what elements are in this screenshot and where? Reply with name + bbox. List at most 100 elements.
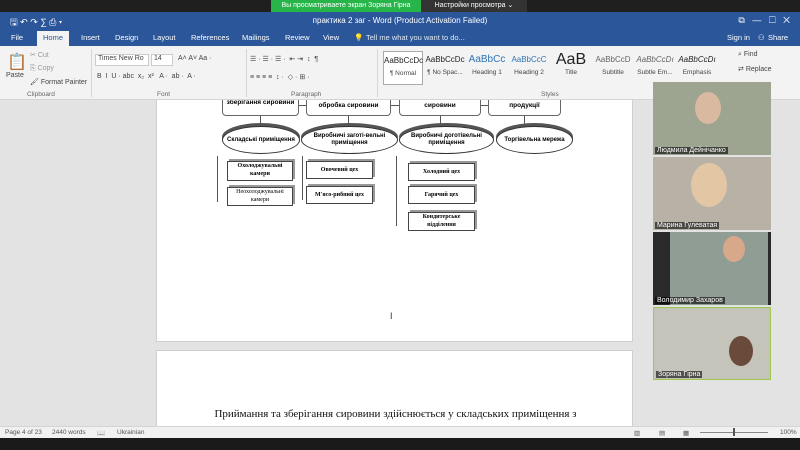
participant-face bbox=[723, 236, 745, 262]
diagram-sub-box: Гарячий цех bbox=[408, 186, 475, 204]
font-format-buttons[interactable]: B I U · abc x₂ x² A · ab · A · bbox=[97, 73, 196, 80]
connector bbox=[391, 105, 399, 106]
style-preview: AaBbCcDc bbox=[384, 56, 424, 65]
body-paragraph[interactable]: Приймання та зберігання сировини здійсню… bbox=[214, 408, 577, 420]
tab-design[interactable]: Design bbox=[115, 33, 139, 42]
list-buttons[interactable]: ☰ · ☰ · ☰ · ⇤ ⇥ ↕ ¶ bbox=[250, 56, 319, 63]
style-normal[interactable]: AaBbCcDc ¶ Normal bbox=[383, 51, 423, 85]
style-name: Heading 1 bbox=[472, 69, 502, 76]
page-5[interactable]: Приймання та зберігання сировини здійсню… bbox=[156, 350, 633, 428]
ribbon-tabs: File Home Insert Design Layout Reference… bbox=[0, 30, 800, 46]
quick-access-toolbar[interactable]: 🖫 ↶ ↷ ∑ ⎙ ▾ bbox=[10, 17, 63, 27]
zoom-level[interactable]: 100% bbox=[780, 429, 797, 436]
tell-me-input[interactable]: Tell me what you want to do... bbox=[366, 33, 465, 42]
diagram-top-box: обробка сировини bbox=[306, 100, 391, 116]
style-name: Emphasis bbox=[682, 69, 712, 76]
participant-video bbox=[691, 163, 727, 207]
participant-video bbox=[695, 92, 721, 124]
connector bbox=[396, 156, 397, 226]
connector bbox=[217, 156, 218, 202]
sign-in-link[interactable]: Sign in bbox=[727, 33, 750, 42]
page-4[interactable]: зберігання сировини обробка сировини сир… bbox=[156, 100, 633, 342]
text-cursor-icon: I bbox=[390, 311, 393, 321]
font-group-label: Font bbox=[157, 91, 171, 98]
tab-review[interactable]: Review bbox=[285, 33, 310, 42]
participant-name: Володимир Захаров bbox=[655, 297, 725, 304]
style-subtitle[interactable]: AaBbCcD Subtitle bbox=[593, 51, 633, 85]
connector bbox=[440, 116, 441, 125]
page-count[interactable]: Page 4 of 23 bbox=[5, 429, 42, 436]
share-button[interactable]: Share bbox=[768, 33, 789, 42]
video-tile-active[interactable]: Зоряна Гірна bbox=[653, 307, 771, 380]
connector bbox=[260, 116, 261, 125]
tab-home[interactable]: Home bbox=[37, 31, 70, 46]
screen-share-notice: Вы просматриваете экран Зоряна Гірна bbox=[271, 0, 421, 12]
web-layout-icon[interactable]: ▦ bbox=[683, 430, 690, 437]
font-size-buttons[interactable]: A˄ A˅ Aa · bbox=[178, 55, 212, 62]
cut-button[interactable]: ✂ Cut bbox=[30, 52, 49, 59]
print-layout-icon[interactable]: ▤ bbox=[659, 430, 666, 437]
diagram-ellipse: Виробничі доготівельні приміщення bbox=[399, 126, 494, 154]
font-name-select[interactable]: Times New Ro bbox=[95, 54, 149, 66]
align-buttons[interactable]: ≡ ≡ ≡ ≡ ↕ · ◇ · ⊞ · bbox=[250, 74, 310, 81]
read-mode-icon[interactable]: ▥ bbox=[634, 430, 641, 437]
diagram-top-box: зберігання сировини bbox=[222, 100, 299, 116]
diagram-top-box: продукції bbox=[488, 100, 561, 116]
font-size-select[interactable]: 14 bbox=[151, 54, 173, 66]
style-name: ¶ Normal bbox=[389, 70, 417, 77]
tab-view[interactable]: View bbox=[323, 33, 340, 42]
style-name: Subtle Em... bbox=[637, 69, 673, 76]
video-tile[interactable]: Людмила Дейнічанко bbox=[653, 82, 771, 155]
tab-insert[interactable]: Insert bbox=[81, 33, 100, 42]
diagram-sub-box: Кондитерське відділення bbox=[408, 212, 475, 231]
style-name: Heading 2 bbox=[514, 69, 544, 76]
style-preview: AaBbCc bbox=[468, 54, 506, 65]
style-name: ¶ No Spac... bbox=[427, 69, 463, 76]
user-icon: ⚇ bbox=[758, 33, 765, 42]
word-count[interactable]: 2440 words bbox=[52, 429, 86, 436]
tab-file[interactable]: File bbox=[11, 33, 24, 42]
video-tile[interactable]: Марина Гулеватая bbox=[653, 157, 771, 230]
paste-button[interactable]: Paste bbox=[6, 72, 24, 79]
zoom-slider-thumb[interactable] bbox=[733, 428, 735, 436]
participant-name: Людмила Дейнічанко bbox=[655, 147, 728, 154]
tab-layout[interactable]: Layout bbox=[153, 33, 176, 42]
tab-mailings[interactable]: Mailings bbox=[242, 33, 270, 42]
style-heading-2[interactable]: AaBbCcC Heading 2 bbox=[509, 51, 549, 85]
style-preview: AaBbCcDı bbox=[636, 55, 674, 64]
divider bbox=[246, 49, 247, 97]
diagram-sub-box: Неохолоджувальні камери bbox=[227, 187, 293, 206]
style-preview: AaBbCcC bbox=[511, 55, 547, 64]
style-name: Subtitle bbox=[602, 69, 624, 76]
connector bbox=[299, 105, 306, 106]
cut-label: Cut bbox=[37, 52, 49, 59]
participant-video bbox=[670, 232, 768, 305]
participant-name: Зоряна Гірна bbox=[656, 371, 703, 378]
replace-button[interactable]: ⇄ Replace bbox=[738, 66, 772, 73]
format-painter-button[interactable]: 🖌 Format Painter bbox=[30, 79, 88, 86]
status-bar: Page 4 of 23 2440 words 📖 Ukrainian ▥ ▤ … bbox=[0, 426, 800, 438]
copy-button[interactable]: ⎘ Copy bbox=[30, 65, 54, 72]
diagram-sub-box: М'ясо-рибний цех bbox=[306, 186, 373, 204]
window-controls[interactable]: ⧉ — ☐ ✕ bbox=[738, 15, 790, 25]
diagram-sub-box: Охолоджувальні камери bbox=[227, 161, 293, 181]
tab-references[interactable]: References bbox=[191, 33, 230, 42]
video-tile[interactable]: Володимир Захаров bbox=[653, 232, 771, 305]
language[interactable]: Ukrainian bbox=[117, 429, 145, 436]
diagram-ellipse: Виробничі заготі-вельні приміщення bbox=[301, 126, 398, 154]
replace-label: Replace bbox=[745, 66, 772, 73]
diagram-sub-box: Овочевий цех bbox=[306, 161, 373, 179]
find-label: Find bbox=[743, 51, 758, 58]
copy-label: Copy bbox=[37, 65, 54, 72]
paste-icon: 📋 bbox=[7, 54, 27, 71]
connector bbox=[524, 116, 525, 125]
style-preview: AaBbCcD bbox=[595, 55, 631, 64]
view-settings-button[interactable]: Настройки просмотра ⌄ bbox=[421, 0, 527, 12]
find-button[interactable]: ⌕ Find bbox=[738, 51, 758, 58]
style-no-spacing[interactable]: AaBbCcDc¶ No Spac... bbox=[425, 51, 465, 85]
proofing-icon[interactable]: 📖 bbox=[97, 430, 106, 437]
